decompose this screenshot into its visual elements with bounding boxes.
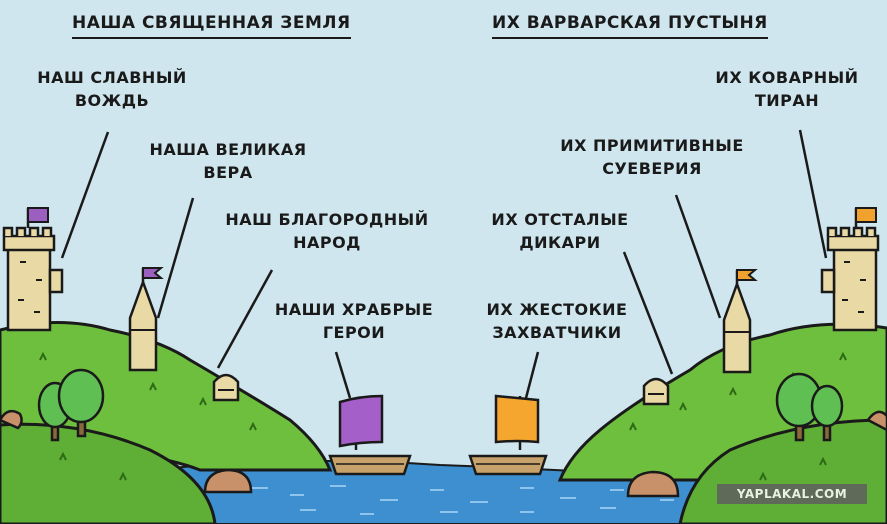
label-our-heroes-line1: НАШИ ХРАБРЫЕ [274, 300, 434, 319]
pointer-chief [60, 131, 110, 259]
right-trees [775, 372, 844, 442]
left-hut [212, 373, 240, 402]
pointer-lines [60, 129, 828, 399]
rocks [0, 409, 887, 498]
label-their-invaders-line1: ИХ ЖЕСТОКИЕ [486, 300, 628, 319]
pointer-tyrant [798, 129, 828, 259]
pointer-superstitions [674, 194, 722, 319]
label-our-people-line2: НАРОД [293, 233, 361, 252]
label-our-heroes: НАШИ ХРАБРЫЕ ГЕРОИ [254, 298, 454, 344]
label-their-invaders: ИХ ЖЕСТОКИЕ ЗАХВАТЧИКИ [462, 298, 652, 344]
label-our-faith-line2: ВЕРА [203, 163, 253, 182]
label-our-chief-line2: ВОЖДЬ [74, 91, 150, 110]
label-their-tyrant-line1: ИХ КОВАРНЫЙ [715, 68, 859, 87]
pointer-savages [622, 251, 674, 375]
heading-right: ИХ ВАРВАРСКАЯ ПУСТЫНЯ [492, 12, 768, 39]
label-our-people: НАШ БЛАГОРОДНЫЙ НАРОД [202, 208, 452, 254]
label-our-chief-line1: НАШ СЛАВНЫЙ [37, 68, 187, 87]
label-their-savages-line2: ДИКАРИ [519, 233, 601, 252]
left-spire [128, 267, 164, 372]
right-spire [722, 269, 758, 374]
watermark: YAPLAKAL.COM [717, 484, 867, 504]
right-tower [820, 207, 880, 332]
pointer-faith [156, 197, 195, 319]
label-their-superstitions-line1: ИХ ПРИМИТИВНЫЕ [560, 136, 744, 155]
label-our-people-line1: НАШ БЛАГОРОДНЫЙ [225, 210, 429, 229]
left-trees [37, 368, 105, 442]
right-hut [642, 377, 670, 406]
left-tower [2, 207, 64, 332]
label-our-chief: НАШ СЛАВНЫЙ ВОЖДЬ [22, 66, 202, 112]
right-boat [468, 394, 548, 476]
label-their-savages-line1: ИХ ОТСТАЛЫЕ [491, 210, 629, 229]
label-our-faith-line1: НАША ВЕЛИКАЯ [149, 140, 307, 159]
label-their-superstitions-line2: СУЕВЕРИЯ [602, 159, 702, 178]
pointer-invaders [524, 351, 540, 399]
left-boat [328, 394, 412, 476]
label-their-tyrant: ИХ КОВАРНЫЙ ТИРАН [694, 66, 880, 112]
heading-left: НАША СВЯЩЕННАЯ ЗЕМЛЯ [72, 12, 351, 39]
label-our-faith: НАША ВЕЛИКАЯ ВЕРА [128, 138, 328, 184]
label-their-tyrant-line2: ТИРАН [754, 91, 820, 110]
pointer-heroes [334, 351, 352, 399]
label-their-savages: ИХ ОТСТАЛЫЕ ДИКАРИ [470, 208, 650, 254]
water-ripples [250, 485, 674, 515]
label-their-invaders-line2: ЗАХВАТЧИКИ [492, 323, 622, 342]
label-our-heroes-line2: ГЕРОИ [322, 323, 386, 342]
label-their-superstitions: ИХ ПРИМИТИВНЫЕ СУЕВЕРИЯ [532, 134, 772, 180]
pointer-people [216, 269, 274, 369]
